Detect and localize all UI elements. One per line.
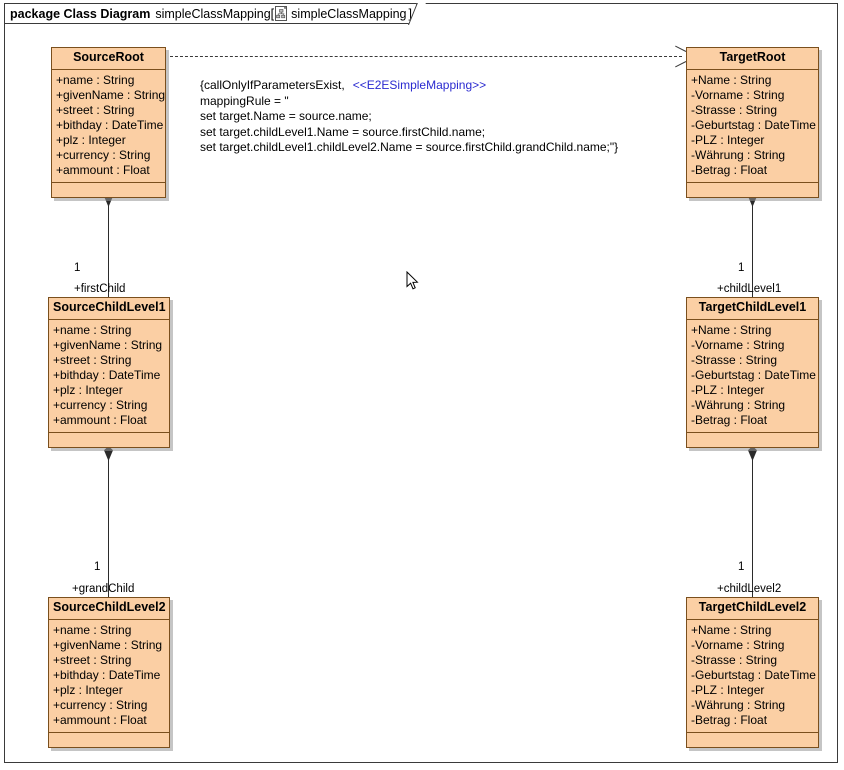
assoc-source-grand-child-diamond <box>104 446 113 461</box>
class-name-source-child-level-2: SourceChildLevel2 <box>49 598 169 620</box>
class-box-source-root[interactable]: SourceRoot +name : String +givenName : S… <box>51 47 166 198</box>
class-attribute: +name : String <box>53 322 132 337</box>
dependency-arrowhead <box>674 50 685 63</box>
class-attribute: -Währung : String <box>691 697 786 712</box>
class-attributes-target-child-level-2: +Name : String -Vorname : String -Strass… <box>687 620 818 733</box>
class-attribute: +currency : String <box>53 697 148 712</box>
class-attribute: +ammount : Float <box>56 162 150 177</box>
class-attribute: -Strasse : String <box>691 352 778 367</box>
assoc-source-first-child-role: +firstChild <box>74 283 126 295</box>
class-name-target-child-level-2: TargetChildLevel2 <box>687 598 818 620</box>
mouse-cursor <box>406 270 419 291</box>
package-frame-close-bracket: ] <box>408 6 412 21</box>
mapping-note-constraint: {callOnlyIfParametersExist, <box>200 78 345 92</box>
class-attribute: +givenName : String <box>53 337 163 352</box>
class-attribute: +plz : Integer <box>53 382 123 397</box>
class-attribute: +street : String <box>56 102 135 117</box>
class-attribute: +givenName : String <box>53 637 163 652</box>
assoc-target-child-level-1-role: +childLevel1 <box>717 283 782 295</box>
class-name-source-child-level-1: SourceChildLevel1 <box>49 298 169 320</box>
class-attributes-target-root: +Name : String -Vorname : String -Strass… <box>687 70 818 183</box>
class-attribute: +plz : Integer <box>56 132 126 147</box>
class-name-target-child-level-1: TargetChildLevel1 <box>687 298 818 320</box>
class-attribute: -Strasse : String <box>691 102 778 117</box>
diagram-icon <box>275 5 288 21</box>
class-attribute: -Vorname : String <box>691 87 785 102</box>
assoc-source-first-child-diamond <box>104 192 113 207</box>
mapping-note-line-5: set target.childLevel1.childLevel2.Name … <box>200 140 619 154</box>
class-attribute: +Name : String <box>691 322 772 337</box>
assoc-target-child-level-2-role: +childLevel2 <box>717 583 782 595</box>
assoc-target-child-level-2-line <box>752 450 753 597</box>
class-operations-target-child-level-2 <box>687 733 818 747</box>
mapping-note-line-2: mappingRule = " <box>200 93 289 108</box>
mapping-note-line-1: {callOnlyIfParametersExist, <<E2ESimpleMa… <box>200 78 618 94</box>
class-attribute: +Name : String <box>691 72 772 87</box>
class-attributes-target-child-level-1: +Name : String -Vorname : String -Strass… <box>687 320 818 433</box>
assoc-target-child-level-1-line <box>752 196 753 297</box>
class-attribute: +name : String <box>56 72 135 87</box>
class-attribute: -PLZ : Integer <box>691 382 765 397</box>
class-operations-source-child-level-2 <box>49 733 169 747</box>
mapping-note-line-4: set target.childLevel1.Name = source.fir… <box>200 124 486 139</box>
class-attribute: +bithday : DateTime <box>53 667 161 682</box>
class-attribute: -Währung : String <box>691 397 786 412</box>
class-attribute: +bithday : DateTime <box>53 367 161 382</box>
class-box-target-root[interactable]: TargetRoot +Name : String -Vorname : Str… <box>686 47 819 198</box>
class-attribute: +currency : String <box>56 147 151 162</box>
class-box-source-child-level-2[interactable]: SourceChildLevel2 +name : String +givenN… <box>48 597 170 748</box>
class-attribute: +Name : String <box>691 622 772 637</box>
assoc-target-child-level-1-multiplicity: 1 <box>738 262 745 274</box>
class-attribute: +bithday : DateTime <box>56 117 164 132</box>
assoc-target-child-level-2-multiplicity: 1 <box>738 561 745 573</box>
class-attributes-source-root: +name : String +givenName : String +stre… <box>52 70 165 183</box>
class-box-target-child-level-1[interactable]: TargetChildLevel1 +Name : String -Vornam… <box>686 297 819 448</box>
mapping-note-stereotype: <<E2ESimpleMapping>> <box>352 78 487 92</box>
mapping-note: {callOnlyIfParametersExist, <<E2ESimpleMa… <box>200 78 618 156</box>
class-attribute: -PLZ : Integer <box>691 682 765 697</box>
class-name-target-root: TargetRoot <box>687 48 818 70</box>
package-frame-tab: package Class Diagram simpleClassMapping… <box>4 3 426 25</box>
assoc-source-grand-child-role: +grandChild <box>72 583 135 595</box>
dependency-connector <box>170 56 682 57</box>
assoc-source-grand-child-multiplicity: 1 <box>94 561 101 573</box>
class-attributes-source-child-level-2: +name : String +givenName : String +stre… <box>49 620 169 733</box>
diagram-name: simpleClassMapping <box>291 6 407 21</box>
class-attribute: -Strasse : String <box>691 652 778 667</box>
class-attribute: +name : String <box>53 622 132 637</box>
class-attribute: -Vorname : String <box>691 637 785 652</box>
assoc-source-grand-child-line <box>108 450 109 597</box>
class-attribute: +plz : Integer <box>53 682 123 697</box>
class-operations-target-child-level-1 <box>687 433 818 447</box>
class-attribute: +ammount : Float <box>53 712 147 727</box>
class-attribute: +givenName : String <box>56 87 166 102</box>
assoc-source-first-child-multiplicity: 1 <box>74 262 81 274</box>
class-attribute: -Vorname : String <box>691 337 785 352</box>
class-attribute: -Geburtstag : DateTime <box>691 117 816 132</box>
class-attribute: +ammount : Float <box>53 412 147 427</box>
class-attribute: -Währung : String <box>691 147 786 162</box>
assoc-source-first-child-line <box>108 196 109 297</box>
package-frame-name: simpleClassMapping[ <box>155 6 275 21</box>
class-operations-source-root <box>52 183 165 197</box>
class-attribute: +street : String <box>53 352 132 367</box>
class-attributes-source-child-level-1: +name : String +givenName : String +stre… <box>49 320 169 433</box>
assoc-target-child-level-1-diamond <box>748 192 757 207</box>
class-operations-target-root <box>687 183 818 197</box>
class-operations-source-child-level-1 <box>49 433 169 447</box>
class-box-source-child-level-1[interactable]: SourceChildLevel1 +name : String +givenN… <box>48 297 170 448</box>
class-attribute: -PLZ : Integer <box>691 132 765 147</box>
class-attribute: -Betrag : Float <box>691 162 768 177</box>
assoc-target-child-level-2-diamond <box>748 446 757 461</box>
class-attribute: -Geburtstag : DateTime <box>691 367 816 382</box>
class-box-target-child-level-2[interactable]: TargetChildLevel2 +Name : String -Vornam… <box>686 597 819 748</box>
class-attribute: +currency : String <box>53 397 148 412</box>
class-attribute: -Betrag : Float <box>691 412 768 427</box>
class-attribute: -Geburtstag : DateTime <box>691 667 816 682</box>
mapping-note-line-3: set target.Name = source.name; <box>200 109 372 123</box>
package-frame-keyword: package Class Diagram <box>10 6 151 21</box>
class-attribute: +street : String <box>53 652 132 667</box>
class-name-source-root: SourceRoot <box>52 48 165 70</box>
class-attribute: -Betrag : Float <box>691 712 768 727</box>
